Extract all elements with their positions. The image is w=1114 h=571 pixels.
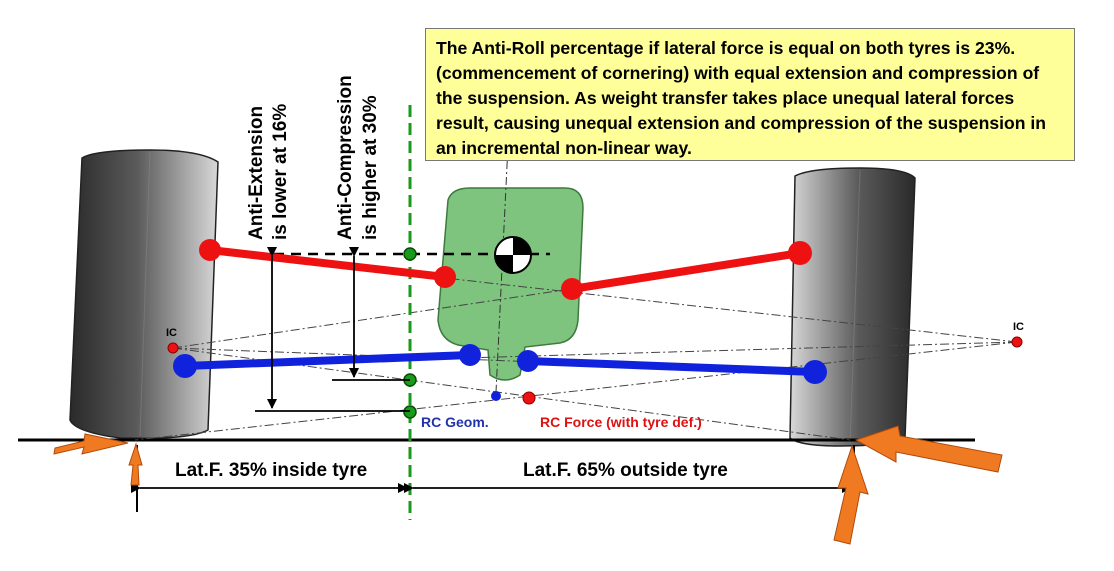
force-arrows [53, 425, 1003, 545]
anti-compression-label-2: is higher at 30% [360, 95, 381, 240]
upper-wishbones [199, 239, 812, 300]
upper-balljoint-right [788, 241, 812, 265]
rc-force-label: RC Force (with tyre def.) [540, 414, 702, 430]
anti-roll-note: The Anti-Roll percentage if lateral forc… [425, 28, 1075, 161]
rc-geom-point [491, 391, 501, 401]
lat-force-outside-label: Lat.F. 65% outside tyre [523, 460, 728, 481]
anti-compression-dimension [332, 247, 410, 381]
right-tyre [789, 167, 916, 447]
upper-balljoint-left [199, 239, 221, 261]
anti-compression-label-1: Anti-Compression [335, 75, 356, 240]
anti-extension-label-1: Anti-Extension [246, 106, 267, 240]
cg-symbol [494, 236, 532, 274]
ic-right-point [1011, 336, 1023, 348]
anti-extension-label-2: is lower at 16% [270, 104, 291, 240]
upright-body [437, 187, 584, 381]
lower-wishbones [173, 344, 827, 384]
lower-balljoint-right [803, 360, 827, 384]
rc-force-point [522, 391, 536, 405]
upper-pivot-left [434, 266, 456, 288]
left-tyre [69, 149, 219, 440]
lower-balljoint-left [173, 354, 197, 378]
lat-force-inside-label: Lat.F. 35% inside tyre [175, 460, 367, 481]
rc-geom-label: RC Geom. [421, 414, 489, 430]
ic-left-point [167, 342, 179, 354]
lower-pivot-right [517, 350, 539, 372]
ic-left-label: IC [166, 327, 177, 339]
anti-extension-dimension [255, 247, 410, 412]
lower-pivot-left [459, 344, 481, 366]
ic-right-label: IC [1013, 321, 1024, 333]
upper-pivot-right [561, 278, 583, 300]
